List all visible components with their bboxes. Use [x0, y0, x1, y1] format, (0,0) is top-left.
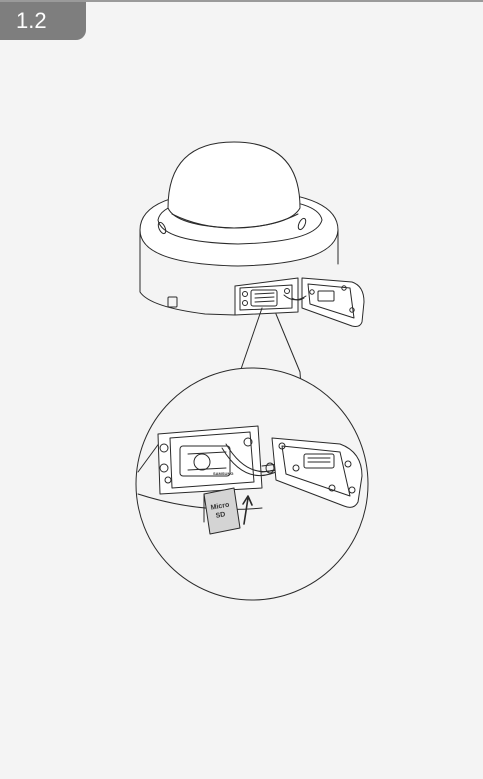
card-label-line1: Micro: [210, 502, 230, 512]
zoom-detail: [135, 367, 369, 601]
card-label-line2: SD: [215, 511, 226, 520]
slot-brand-mark: SAMSUNG: [213, 471, 233, 476]
step-number-tab: 1.2: [0, 2, 86, 40]
dome-camera: [139, 141, 365, 327]
callout-line-left: [239, 307, 263, 373]
step-number: 1.2: [16, 8, 47, 33]
micro-sd-card: [203, 487, 253, 535]
insert-arrow-icon: [243, 497, 249, 525]
